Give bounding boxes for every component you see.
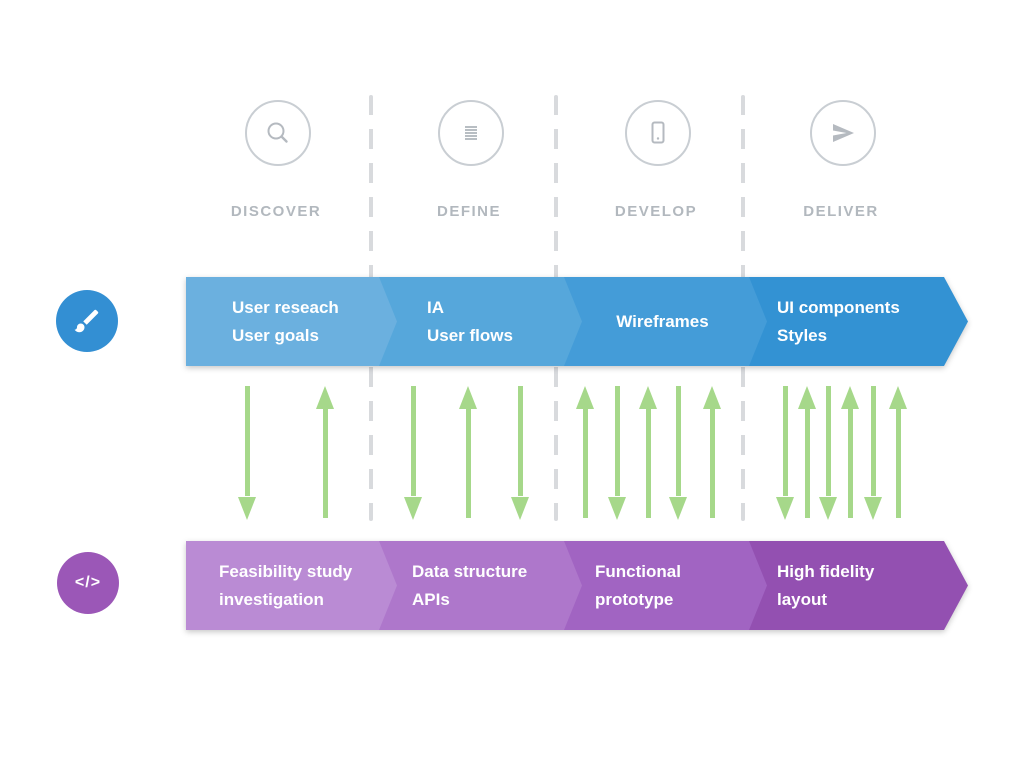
development-segment-discover: Feasibility study investigation <box>186 541 424 630</box>
segment-line: UI components <box>777 297 900 317</box>
segment-line: Functional <box>595 561 681 581</box>
flow-arrow-up <box>638 386 658 520</box>
segment-line: Styles <box>777 325 828 345</box>
flow-arrow-down <box>668 386 688 520</box>
phase-deliver <box>810 100 876 166</box>
discover-circle <box>245 100 311 166</box>
phase-label-define: DEFINE <box>436 203 501 220</box>
segment-line: High fidelity <box>777 561 875 581</box>
phase-label-deliver: DELIVER <box>803 203 879 220</box>
develop-circle <box>625 100 691 166</box>
flow-arrow-down <box>403 386 423 520</box>
segment-line: User reseach <box>232 297 339 317</box>
segment-line: User flows <box>427 325 513 345</box>
development-track-badge: </> <box>57 552 119 614</box>
segment-line: APIs <box>412 589 450 609</box>
flow-arrow-down <box>775 386 795 520</box>
flow-arrow-up <box>575 386 595 520</box>
code-icon: </> <box>74 574 102 591</box>
phase-label-develop: DEVELOP <box>614 203 698 220</box>
flow-arrow-up <box>797 386 817 520</box>
development-segment-deliver: High fidelity layout <box>749 541 968 630</box>
flow-arrow-up <box>702 386 722 520</box>
flow-arrow-up <box>840 386 860 520</box>
flow-arrow-down <box>818 386 838 520</box>
phase-label-discover: DISCOVER <box>230 203 322 220</box>
paintbrush-icon <box>74 309 99 333</box>
search-icon <box>267 122 288 143</box>
deliver-circle <box>810 100 876 166</box>
flow-arrow-up <box>315 386 335 520</box>
flow-arrow-up <box>888 386 908 520</box>
segment-line: Wireframes <box>616 311 709 331</box>
flow-arrow-up <box>458 386 478 520</box>
smartphone-icon <box>651 121 665 144</box>
design-track-badge <box>56 290 118 352</box>
segment-line: User goals <box>232 325 319 345</box>
development-segment-develop: Functional prototype <box>564 541 792 630</box>
segment-line: IA <box>427 297 444 317</box>
flow-arrow-down <box>510 386 530 520</box>
define-circle <box>438 100 504 166</box>
segment-line: Feasibility study <box>219 561 353 581</box>
segment-line: investigation <box>219 589 324 609</box>
segment-line: prototype <box>595 589 674 609</box>
phase-define <box>438 100 504 166</box>
segment-line: Data structure <box>412 561 528 581</box>
flow-arrow-down <box>237 386 257 520</box>
send-icon <box>833 124 854 142</box>
flow-arrow-down <box>863 386 883 520</box>
phase-discover <box>245 100 311 166</box>
phase-develop <box>625 100 691 166</box>
list-icon <box>465 126 477 140</box>
design-track-band: User reseach User goals IA User flows Wi… <box>186 277 940 366</box>
design-segment-deliver: UI components Styles <box>749 277 968 366</box>
development-track-band: Feasibility study investigation Data str… <box>186 541 940 630</box>
design-segment-develop: Wireframes <box>564 277 775 366</box>
segment-line: layout <box>777 589 828 609</box>
flow-arrow-down <box>607 386 627 520</box>
